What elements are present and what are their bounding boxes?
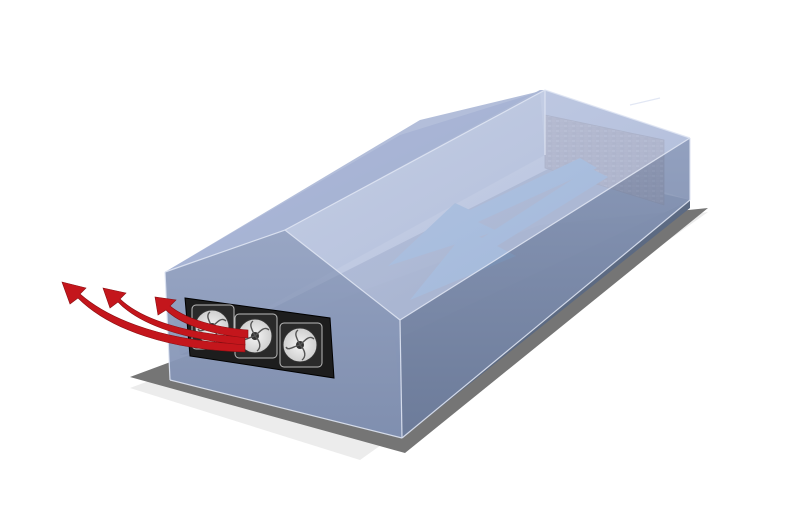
- enclosure-edges: [164, 89, 691, 439]
- exhaust-arrow: [61, 281, 246, 353]
- exhaust-arrow: [154, 296, 249, 339]
- exhaust-arrow: [102, 287, 246, 346]
- exhaust-fan: [279, 322, 323, 368]
- side-wall-right: [400, 138, 690, 438]
- roof-left-panel: [165, 90, 545, 272]
- exhaust-arrows: [61, 281, 249, 353]
- exhaust-fan: [234, 313, 278, 359]
- roof-right: [285, 90, 690, 320]
